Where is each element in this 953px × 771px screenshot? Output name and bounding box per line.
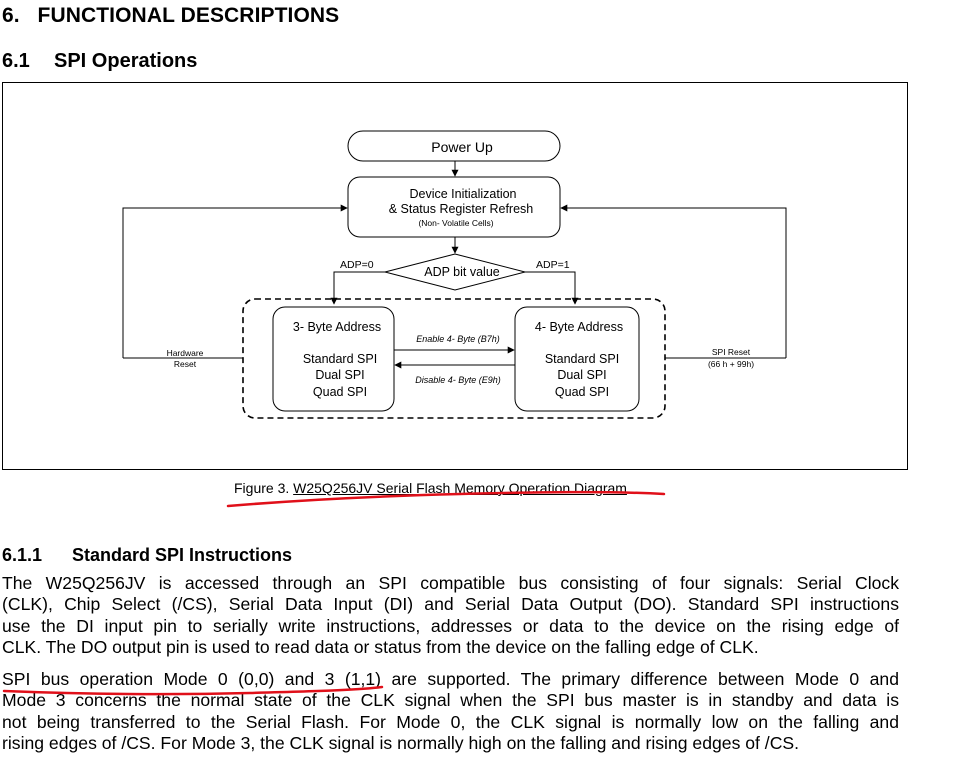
paragraph-line: use the DI input pin to serially write i… xyxy=(2,615,899,636)
subsection-title: SPI Operations xyxy=(54,50,198,72)
device-init-line3: (Non- Volatile Cells) xyxy=(418,218,493,228)
subsubsection-title: Standard SPI Instructions xyxy=(72,545,293,565)
paragraph-spi-bus: The W25Q256JV is accessed through an SPI… xyxy=(2,573,899,658)
subsection-number: 6.1 xyxy=(2,50,30,72)
three-byte-box xyxy=(272,306,395,412)
device-init-box xyxy=(347,176,561,238)
subsubsection-number: 6.1.1 xyxy=(2,545,43,565)
section-heading: 6. FUNCTIONAL DESCRIPTIONS xyxy=(2,4,339,28)
diagram-frame xyxy=(2,82,908,470)
spi-reset-label-line1: SPI Reset xyxy=(712,347,751,357)
device-init-line2: & Status Register Refresh xyxy=(389,202,534,216)
four-byte-mode-standard: Standard SPI xyxy=(545,352,619,366)
hardware-reset-label-line1: Hardware xyxy=(167,348,204,358)
four-byte-box xyxy=(514,306,640,412)
subsection-heading: 6.1 SPI Operations xyxy=(2,50,197,73)
adp0-branch-line xyxy=(330,271,385,305)
adp1-branch-line xyxy=(525,271,579,305)
spi-reset-loop xyxy=(560,204,787,358)
hardware-reset-loop xyxy=(122,204,348,358)
enable-4byte-label: Enable 4- Byte (B7h) xyxy=(416,334,500,344)
four-byte-mode-dual: Dual SPI xyxy=(557,368,606,382)
three-byte-mode-quad: Quad SPI xyxy=(313,385,367,399)
three-byte-title: 3- Byte Address xyxy=(293,320,381,334)
paragraph-line: SPI bus operation Mode 0 (0,0) and 3 (1,… xyxy=(2,669,899,689)
paragraph-line: CLK. The DO output pin is used to read d… xyxy=(2,636,759,657)
paragraph-line: (CLK), Chip Select (/CS), Serial Data In… xyxy=(2,594,899,615)
disable-4byte-label: Disable 4- Byte (E9h) xyxy=(415,375,501,385)
adp0-label: ADP=0 xyxy=(340,259,374,271)
operation-diagram: Power Up Device Initialization & Status … xyxy=(122,130,787,419)
figure-caption: Figure 3. W25Q256JV Serial Flash Memory … xyxy=(234,480,627,496)
figure-caption-prefix: Figure 3. xyxy=(234,480,294,496)
figure-caption-title: W25Q256JV Serial Flash Memory Operation … xyxy=(293,480,627,496)
adp1-label: ADP=1 xyxy=(536,259,570,271)
subsubsection-heading: 6.1.1 Standard SPI Instructions xyxy=(2,545,292,566)
four-byte-title: 4- Byte Address xyxy=(535,320,623,334)
paragraph-spi-modes: SPI bus operation Mode 0 (0,0) and 3 (1,… xyxy=(2,669,899,754)
device-init-line1: Device Initialization xyxy=(410,187,517,201)
paragraph-line: Mode 3 concerns the normal state of the … xyxy=(2,690,899,711)
paragraph-line: The W25Q256JV is accessed through an SPI… xyxy=(2,573,899,593)
paragraph-line: rising edges of /CS. For Mode 3, the CLK… xyxy=(2,732,800,753)
power-up-box xyxy=(347,130,561,162)
section-number: 6. xyxy=(2,4,20,27)
four-byte-mode-quad: Quad SPI xyxy=(555,385,609,399)
spi-reset-label-line2: (66 h + 99h) xyxy=(708,359,754,369)
paragraph-line: not being transferred to the Serial Flas… xyxy=(2,711,899,732)
three-byte-mode-dual: Dual SPI xyxy=(315,368,364,382)
adp-decision-label: ADP bit value xyxy=(424,265,500,279)
power-up-label: Power Up xyxy=(431,139,493,155)
section-title: FUNCTIONAL DESCRIPTIONS xyxy=(37,4,340,27)
hardware-reset-label-line2: Reset xyxy=(174,359,197,369)
three-byte-mode-standard: Standard SPI xyxy=(303,352,377,366)
